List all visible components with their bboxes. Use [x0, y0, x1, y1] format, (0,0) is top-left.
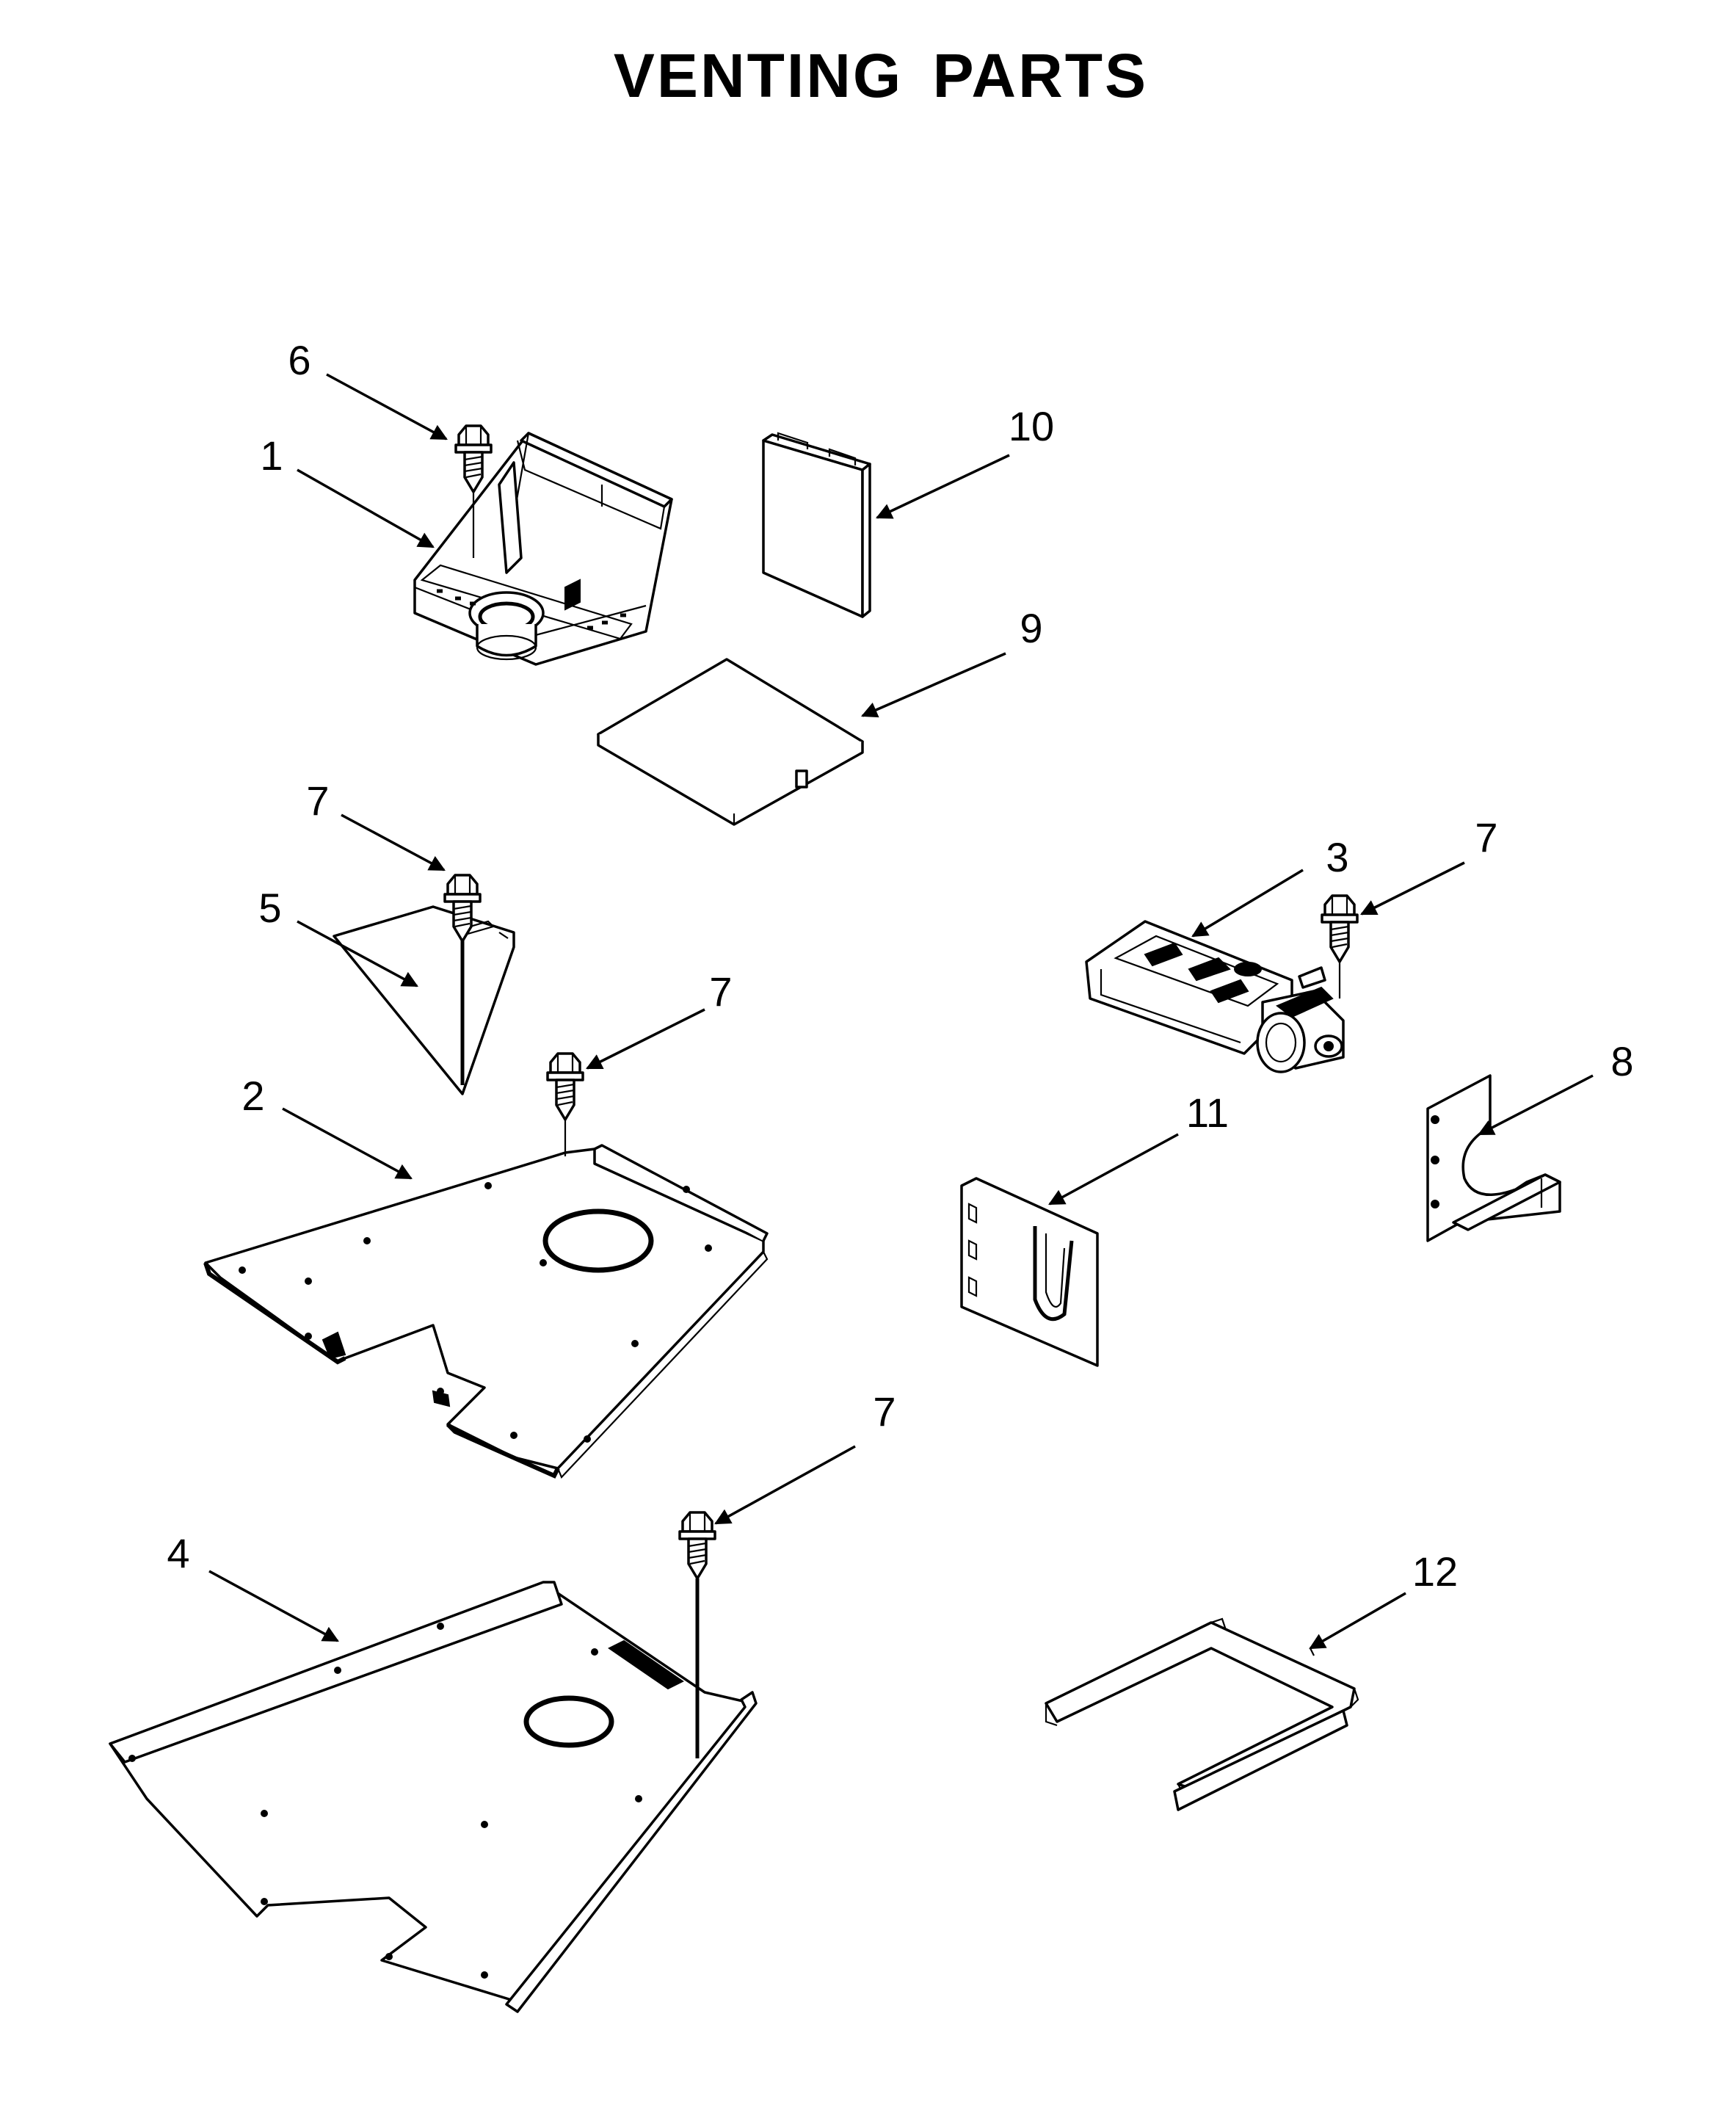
part-1-vent-duct-assembly: [413, 432, 673, 666]
callout-10: 10: [1009, 403, 1054, 449]
callout-8: 8: [1610, 1038, 1633, 1084]
leader-7-a: [341, 813, 446, 871]
part-7-screw-b: [546, 1052, 584, 1121]
leader-lines: [208, 373, 1594, 1650]
part-10-panel: [762, 432, 871, 618]
leader-7-b: [586, 1008, 705, 1070]
leader-3: [1191, 869, 1304, 938]
leader-9: [860, 652, 1006, 718]
leader-10: [876, 454, 1010, 519]
callout-6: 6: [288, 337, 310, 383]
callout-4: 4: [167, 1530, 189, 1576]
callout-3: 3: [1326, 834, 1348, 880]
callout-9: 9: [1020, 605, 1042, 651]
part-12-frame: [1045, 1617, 1359, 1811]
part-3-vent-fan-assembly: [1085, 920, 1345, 1073]
callout-7-b: 7: [709, 968, 732, 1015]
callout-labels: 6 1 10 9 7 5 7 2 3 7 8 11 7 4 12: [167, 337, 1633, 1595]
leader-8: [1478, 1074, 1594, 1136]
part-4-base-shroud: [109, 1581, 758, 2013]
part-7-screw-c: [1321, 894, 1359, 963]
part-9-plate: [597, 658, 864, 826]
callout-5: 5: [258, 885, 281, 931]
callout-1: 1: [260, 432, 283, 479]
callout-7-d: 7: [873, 1388, 896, 1435]
callout-12: 12: [1412, 1548, 1458, 1595]
callout-11: 11: [1186, 1090, 1229, 1136]
part-8-bracket: [1426, 1074, 1561, 1242]
part-11-slotted-plate: [960, 1177, 1099, 1367]
leader-4: [208, 1570, 339, 1642]
callout-7-c: 7: [1475, 814, 1497, 860]
leader-12: [1309, 1592, 1406, 1650]
leader-7-d: [714, 1445, 856, 1525]
part-5-plate: [333, 905, 515, 1095]
page-title: VENTING PARTS: [613, 41, 1149, 110]
callout-7-a: 7: [306, 778, 329, 824]
part-2-shroud: [203, 1144, 769, 1479]
leader-5: [297, 920, 418, 987]
part-6-screw: [454, 424, 493, 493]
leader-6: [326, 373, 448, 441]
callout-2: 2: [241, 1073, 264, 1119]
leader-1: [297, 468, 435, 548]
part-7-screw-d: [678, 1511, 716, 1580]
leader-2: [282, 1107, 413, 1180]
leader-11: [1048, 1133, 1179, 1206]
leader-7-c: [1360, 861, 1465, 916]
